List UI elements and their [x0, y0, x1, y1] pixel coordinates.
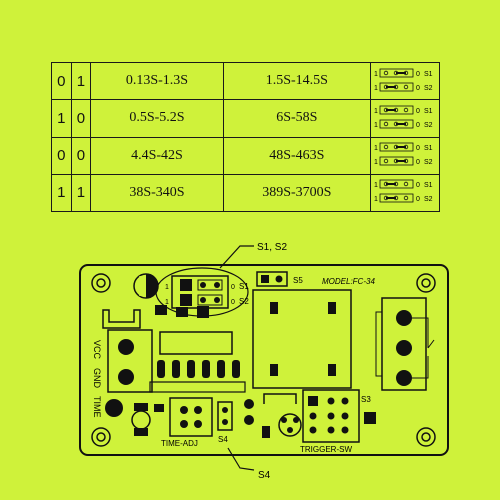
time-led — [105, 399, 123, 417]
svg-text:1: 1 — [374, 145, 378, 152]
callout-s4-label: S4 — [258, 470, 271, 481]
callout-s1s2-label: S1, S2 — [257, 242, 287, 253]
svg-text:S1: S1 — [424, 145, 433, 152]
smd-pad — [154, 404, 164, 412]
svg-text:S1: S1 — [424, 182, 433, 189]
board-s2-label: S2 — [239, 297, 249, 306]
time-adj-button: TIME-ADJ — [161, 397, 213, 448]
ic-chip — [159, 331, 233, 355]
table-cell-range1: 0.13S-1.3S — [90, 61, 224, 101]
resistor-row — [157, 360, 240, 378]
svg-text:1: 1 — [374, 122, 378, 129]
svg-text:1: 1 — [374, 159, 378, 166]
svg-text:1: 1 — [374, 196, 378, 203]
power-terminal: VCC GND TIME — [92, 329, 153, 418]
callout-s1s2-line — [219, 245, 254, 269]
table-cell-range2: 6S-58S — [222, 99, 372, 138]
svg-text:0: 0 — [416, 85, 420, 92]
table-cell-range1: 38S-340S — [90, 173, 224, 213]
mounting-holes — [91, 273, 436, 447]
svg-text:S1: S1 — [424, 71, 433, 78]
svg-text:1: 1 — [374, 71, 378, 78]
svg-text:1: 1 — [374, 108, 378, 115]
callout-s4-line — [227, 447, 255, 471]
board-outline — [79, 264, 449, 456]
svg-text:S5: S5 — [293, 276, 303, 285]
svg-text:S2: S2 — [424, 122, 433, 129]
svg-text:S4: S4 — [218, 435, 228, 444]
svg-text:0: 0 — [416, 122, 420, 129]
smd-pad — [134, 403, 148, 411]
table-cell-range2: 389S-3700S — [222, 173, 372, 213]
smd-outline — [263, 393, 297, 404]
smd-pad — [364, 412, 376, 424]
smd-pad — [155, 305, 167, 315]
svg-text:0: 0 — [416, 71, 420, 78]
svg-text:0: 0 — [416, 159, 420, 166]
svg-text:0: 0 — [231, 284, 235, 291]
svg-text:0: 0 — [416, 196, 420, 203]
gnd-label: GND — [92, 368, 102, 389]
diode-row — [149, 381, 246, 393]
svg-text:TIME-ADJ: TIME-ADJ — [161, 439, 198, 448]
s4-jumper: S4 — [217, 401, 233, 444]
svg-text:S2: S2 — [424, 85, 433, 92]
s5-jumper: S5 — [256, 271, 303, 287]
pad — [244, 415, 254, 425]
smd-pad — [134, 428, 148, 436]
trigger-switch: S3 TRIGGER-SW — [300, 389, 371, 454]
svg-text:S2: S2 — [424, 159, 433, 166]
svg-text:1: 1 — [374, 182, 378, 189]
svg-text:S1: S1 — [424, 108, 433, 115]
svg-text:TRIGGER-SW: TRIGGER-SW — [300, 445, 352, 454]
model-label: MODEL:FC-34 — [322, 277, 375, 286]
svg-text:0: 0 — [416, 182, 420, 189]
board-s1-label: S1 — [239, 282, 249, 291]
time-label: TIME — [92, 396, 102, 418]
trimmer — [278, 413, 302, 437]
svg-text:0: 0 — [416, 145, 420, 152]
capacitor — [133, 273, 159, 299]
table-cell-range2: 1.5S-14.5S — [222, 61, 372, 101]
svg-text:S2: S2 — [424, 196, 433, 203]
smd-pad — [197, 306, 209, 318]
svg-text:1: 1 — [374, 85, 378, 92]
svg-text:0: 0 — [416, 108, 420, 115]
led-footprint — [102, 309, 141, 329]
time-cap — [131, 410, 151, 430]
vcc-label: VCC — [92, 340, 102, 360]
pad — [244, 399, 254, 409]
output-terminal — [375, 297, 435, 391]
relay — [252, 289, 352, 389]
svg-text:1: 1 — [165, 284, 169, 291]
smd-pad — [176, 307, 188, 317]
svg-text:0: 0 — [231, 299, 235, 306]
svg-text:S3: S3 — [361, 395, 371, 404]
smd-pad — [262, 426, 270, 438]
svg-text:1: 1 — [165, 299, 169, 306]
